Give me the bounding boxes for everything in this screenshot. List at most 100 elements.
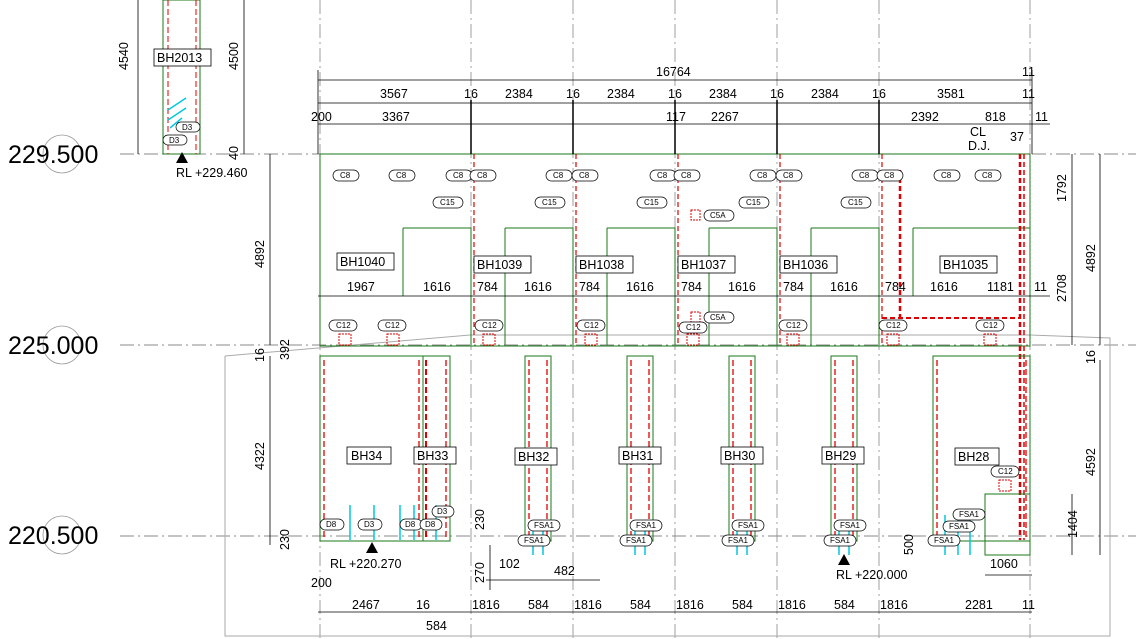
svg-text:4592: 4592 [1084, 448, 1098, 476]
svg-text:2384: 2384 [709, 87, 737, 101]
svg-text:3367: 3367 [382, 110, 410, 124]
svg-text:FSA1: FSA1 [636, 521, 657, 530]
svg-text:1616: 1616 [728, 280, 756, 294]
svg-text:4500: 4500 [227, 42, 241, 70]
borehole-label-text: BH2013 BH1040 BH1039 BH1038 BH1037 BH103… [157, 51, 989, 464]
svg-text:RL +220.270: RL +220.270 [330, 557, 402, 571]
mid-dimensions: 1967 1616 784 1616 784 1616 784 1616 784… [347, 280, 1047, 294]
tags-c12: C12 C12 C12 C12 C12 C12 C12 C12 C12 [328, 319, 1020, 492]
svg-text:BH29: BH29 [825, 449, 856, 463]
svg-text:1616: 1616 [524, 280, 552, 294]
svg-text:40: 40 [227, 146, 241, 160]
svg-text:229.500: 229.500 [8, 141, 98, 169]
svg-text:FSA1: FSA1 [840, 521, 861, 530]
vertical-dimensions: 4540 4892 392 16 4322 230 4500 40 1792 2… [117, 42, 1098, 583]
svg-text:4322: 4322 [253, 442, 267, 470]
svg-text:BH1038: BH1038 [579, 258, 624, 272]
level-marker-229500: 229.500 [8, 134, 98, 174]
svg-text:16: 16 [872, 87, 886, 101]
svg-text:C15: C15 [644, 198, 659, 207]
svg-text:584: 584 [732, 598, 753, 612]
svg-text:1967: 1967 [347, 280, 375, 294]
svg-text:D8: D8 [326, 520, 337, 529]
svg-text:2392: 2392 [911, 110, 939, 124]
svg-text:818: 818 [985, 110, 1006, 124]
svg-text:2384: 2384 [607, 87, 635, 101]
svg-text:C12: C12 [336, 321, 351, 330]
svg-text:2708: 2708 [1055, 274, 1069, 302]
svg-text:BH1037: BH1037 [681, 258, 726, 272]
svg-text:16: 16 [253, 348, 267, 362]
svg-text:D8: D8 [405, 520, 416, 529]
svg-text:1060: 1060 [990, 557, 1018, 571]
svg-text:BH2013: BH2013 [157, 51, 202, 65]
svg-text:C12: C12 [584, 321, 599, 330]
svg-text:784: 784 [477, 280, 498, 294]
svg-text:2281: 2281 [965, 598, 993, 612]
svg-text:200: 200 [311, 576, 332, 590]
svg-text:C8: C8 [859, 171, 870, 180]
svg-text:CL: CL [970, 125, 986, 139]
svg-text:FSA1: FSA1 [959, 510, 980, 519]
svg-text:4892: 4892 [253, 240, 267, 268]
svg-text:11: 11 [1022, 598, 1035, 612]
level-grid-lines [120, 153, 1136, 537]
svg-text:2384: 2384 [811, 87, 839, 101]
svg-text:FSA1: FSA1 [728, 536, 749, 545]
svg-text:2384: 2384 [505, 87, 533, 101]
svg-text:11: 11 [1022, 65, 1035, 79]
svg-text:C12: C12 [983, 321, 998, 330]
svg-text:FSA1: FSA1 [830, 536, 851, 545]
svg-text:220.500: 220.500 [8, 522, 98, 550]
svg-text:37: 37 [1010, 130, 1024, 144]
svg-text:11: 11 [1035, 110, 1048, 124]
svg-text:BH1036: BH1036 [783, 258, 828, 272]
svg-text:16: 16 [770, 87, 784, 101]
svg-text:BH32: BH32 [518, 450, 549, 464]
borehole-labels [153, 48, 1000, 466]
svg-text:C8: C8 [553, 171, 564, 180]
svg-text:117: 117 [666, 110, 686, 124]
svg-text:4540: 4540 [117, 42, 131, 70]
svg-text:C8: C8 [477, 171, 488, 180]
svg-text:C12: C12 [686, 323, 701, 332]
svg-text:C8: C8 [941, 171, 952, 180]
svg-text:784: 784 [579, 280, 600, 294]
svg-text:225.000: 225.000 [8, 332, 98, 360]
svg-text:FSA1: FSA1 [524, 536, 545, 545]
svg-text:FSA1: FSA1 [738, 521, 759, 530]
svg-text:16764: 16764 [656, 65, 691, 79]
svg-text:784: 784 [681, 280, 702, 294]
svg-text:C8: C8 [579, 171, 590, 180]
svg-text:C8: C8 [757, 171, 768, 180]
svg-text:1816: 1816 [676, 598, 704, 612]
reduced-level-labels: RL +229.460 RL +220.270 RL +220.000 [176, 152, 908, 582]
svg-text:2467: 2467 [352, 598, 380, 612]
dimension-lines [137, 0, 1101, 613]
svg-text:784: 784 [783, 280, 804, 294]
svg-text:C8: C8 [396, 171, 407, 180]
svg-text:BH31: BH31 [622, 449, 653, 463]
svg-text:C8: C8 [783, 171, 794, 180]
svg-text:1181: 1181 [987, 280, 1014, 294]
svg-text:16: 16 [464, 87, 478, 101]
svg-text:16: 16 [416, 598, 430, 612]
svg-text:16: 16 [1084, 350, 1098, 364]
svg-text:1816: 1816 [778, 598, 806, 612]
svg-text:C8: C8 [884, 171, 895, 180]
svg-text:D3: D3 [437, 507, 448, 516]
svg-text:4892: 4892 [1084, 244, 1098, 272]
svg-text:D3: D3 [169, 136, 180, 145]
revision-cloud [224, 334, 1111, 637]
svg-text:584: 584 [426, 619, 447, 633]
svg-text:11: 11 [1022, 87, 1035, 101]
svg-text:230: 230 [473, 509, 487, 530]
svg-text:230: 230 [278, 529, 292, 550]
tags-c15: C15 C15 C15 C15 C15 [432, 196, 872, 209]
upper-reinforcement [473, 154, 1025, 540]
svg-text:3581: 3581 [937, 87, 965, 101]
svg-text:BH1039: BH1039 [477, 258, 522, 272]
svg-text:FSA1: FSA1 [534, 521, 555, 530]
svg-text:C8: C8 [340, 171, 351, 180]
lower-reinforcement [323, 360, 1027, 537]
